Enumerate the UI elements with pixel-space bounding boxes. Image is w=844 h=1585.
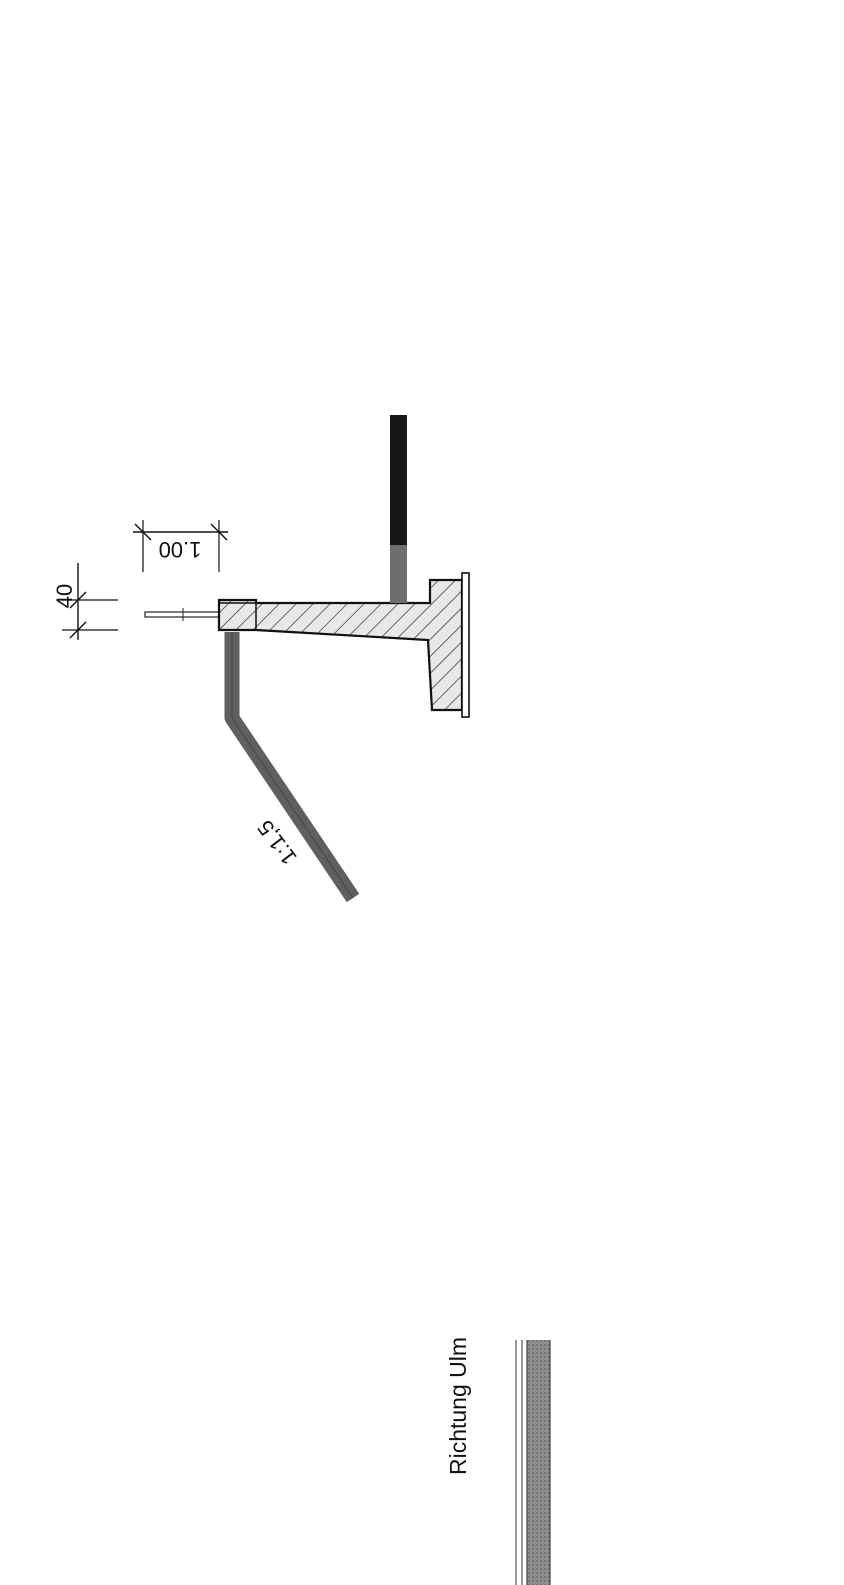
base-plate (461, 572, 470, 718)
dimension-40: 40 (52, 563, 118, 640)
dimension-1-00: 1.00 (133, 520, 228, 572)
railing-post (144, 608, 222, 621)
dimension-1-00-label: 1.00 (159, 537, 202, 562)
concrete-section (217, 578, 464, 712)
direction-label: Richtung Ulm (445, 1337, 471, 1475)
upper-surface-line (390, 415, 407, 603)
dimension-40-label: 40 (52, 584, 77, 608)
embankment-slope (224, 632, 360, 903)
road-edge-lines (515, 1340, 551, 1585)
